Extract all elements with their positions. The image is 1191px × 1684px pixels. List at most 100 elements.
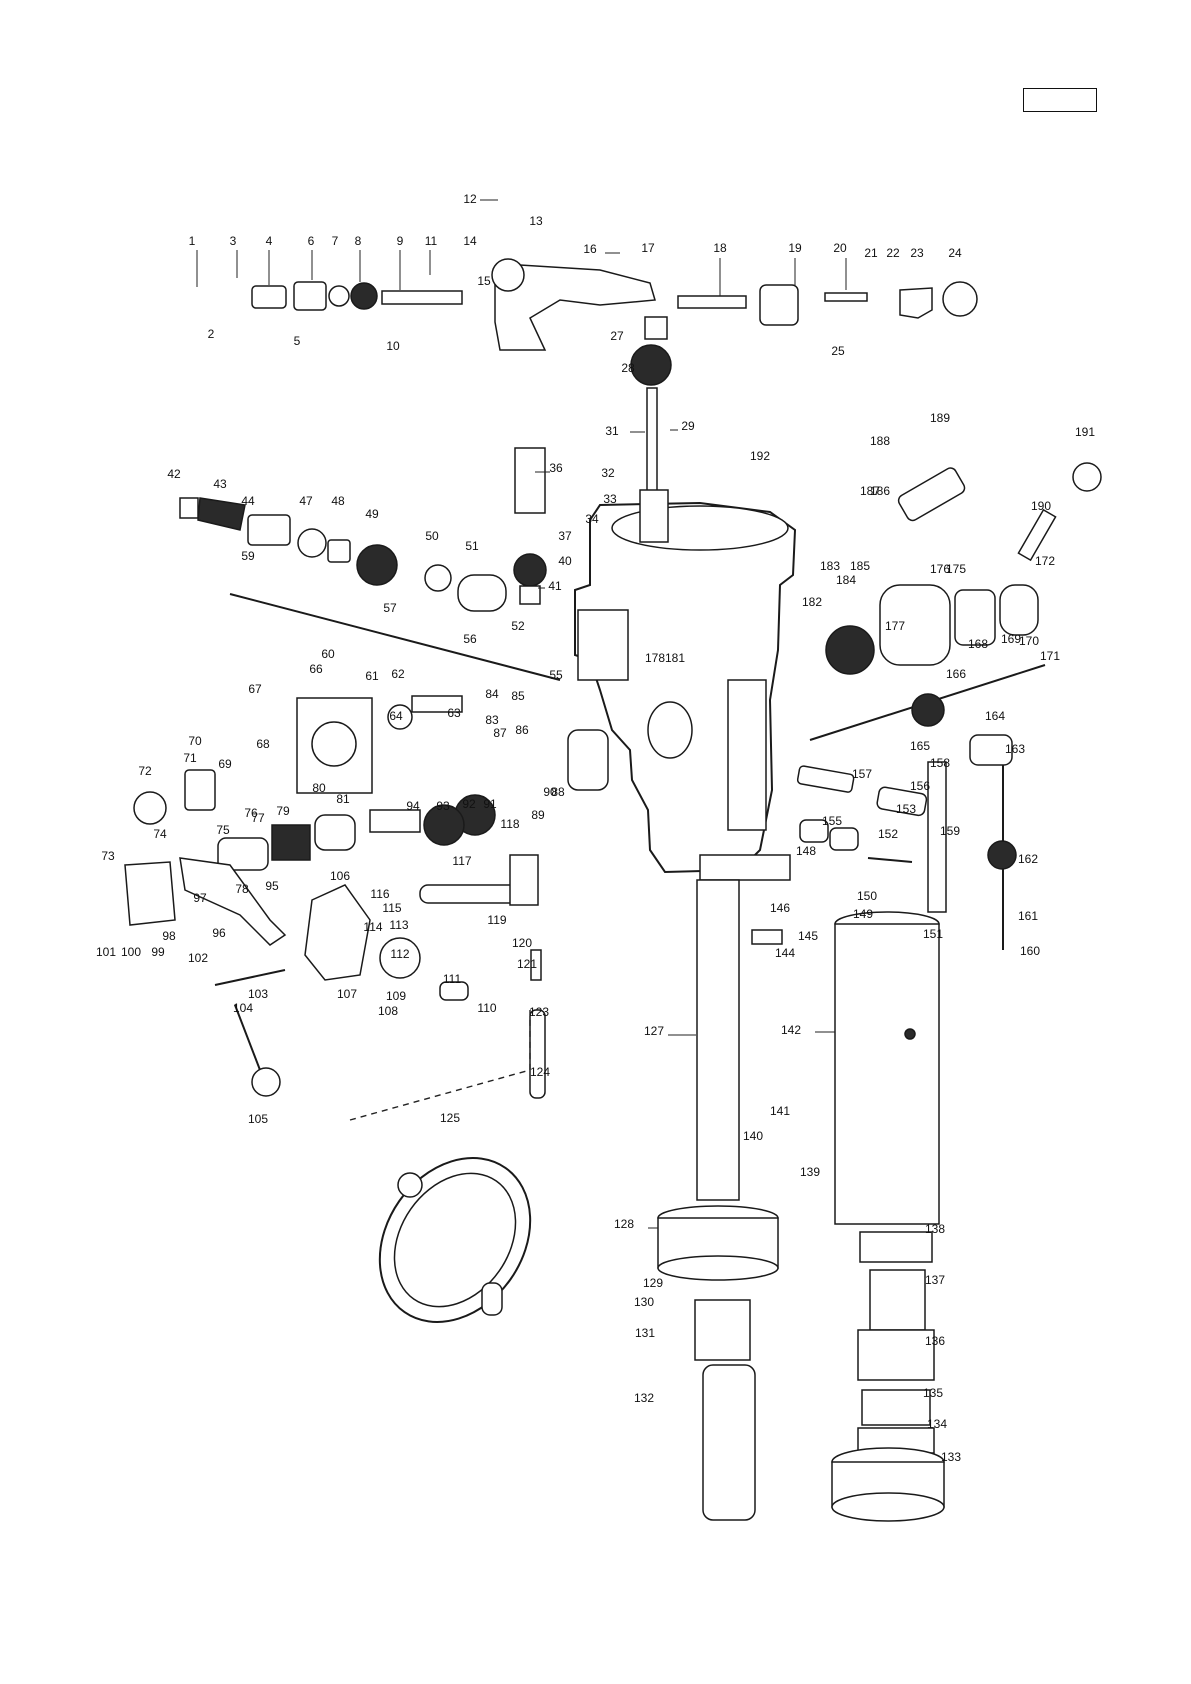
part-label-127: 127 <box>644 1024 664 1038</box>
part-label-16: 16 <box>583 242 597 256</box>
part-label-4: 4 <box>266 234 273 248</box>
part-label-134: 134 <box>927 1417 947 1431</box>
part-label-3: 3 <box>230 234 237 248</box>
housing-176 <box>954 589 996 646</box>
washer-47 <box>297 528 327 558</box>
part-label-28: 28 <box>621 361 635 375</box>
handwheel-125-inner <box>393 1172 517 1308</box>
part-label-119: 119 <box>487 913 506 927</box>
handwheel-125-handle <box>481 1282 503 1316</box>
part-label-36: 36 <box>549 461 563 475</box>
bearing-131 <box>694 1299 751 1361</box>
cap-175 <box>999 584 1039 636</box>
bushing-153 <box>829 827 859 851</box>
gear-8 <box>350 282 378 310</box>
top-arm <box>494 264 656 351</box>
part-label-107: 107 <box>337 987 357 1001</box>
part-label-189: 189 <box>930 411 950 425</box>
block-23 <box>899 287 933 319</box>
bolt-152 <box>867 857 913 863</box>
part-label-56: 56 <box>463 632 477 646</box>
clamp-145 <box>751 929 783 945</box>
part-label-49: 49 <box>365 507 379 521</box>
part-label-23: 23 <box>910 246 924 260</box>
part-label-8: 8 <box>355 234 362 248</box>
part-label-79: 79 <box>276 804 290 818</box>
part-label-72: 72 <box>138 764 152 778</box>
rod-104 <box>234 1004 261 1071</box>
part-label-74: 74 <box>153 827 167 841</box>
lever-64 <box>387 704 413 730</box>
hub-112 <box>379 937 421 979</box>
scale-159 <box>927 761 947 913</box>
knob-105 <box>251 1067 281 1097</box>
gear-28 <box>630 344 672 386</box>
part-label-160: 160 <box>1020 944 1040 958</box>
gear-178 <box>825 625 875 675</box>
part-label-29: 29 <box>681 419 695 433</box>
part-label-10: 10 <box>386 339 400 353</box>
dashed-assembly-line <box>349 1010 531 1121</box>
part-label-144: 144 <box>775 946 795 960</box>
ring-24 <box>942 281 978 317</box>
bushing-27 <box>644 316 668 340</box>
part-label-59: 59 <box>241 549 255 563</box>
part-label-9: 9 <box>397 234 404 248</box>
part-label-148: 148 <box>796 844 816 858</box>
part-label-129: 129 <box>643 1276 663 1290</box>
pin-20 <box>824 292 868 302</box>
part-label-69: 69 <box>218 757 232 771</box>
part-label-68: 68 <box>256 737 270 751</box>
spindle-132 <box>702 1364 756 1521</box>
part-label-156: 156 <box>910 779 930 793</box>
plate-106 <box>304 884 371 981</box>
part-label-183: 183 <box>820 559 840 573</box>
part-label-157: 157 <box>852 767 872 781</box>
part-label-112: 112 <box>390 947 409 961</box>
plug-42 <box>179 497 199 519</box>
gear-92 <box>423 804 465 846</box>
bearing-33-34 <box>639 489 669 543</box>
spring-79 <box>271 824 311 861</box>
part-label-52: 52 <box>511 619 525 633</box>
part-label-77: 77 <box>251 811 265 825</box>
part-label-93: 93 <box>436 799 450 813</box>
part-label-168: 168 <box>968 637 988 651</box>
part-label-81: 81 <box>336 792 350 806</box>
part-label-136: 136 <box>925 1334 945 1348</box>
pin-103 <box>214 969 286 986</box>
part-label-92: 92 <box>462 797 476 811</box>
head-top-bore <box>611 505 789 551</box>
part-label-135: 135 <box>923 1386 943 1400</box>
part-label-172: 172 <box>1035 554 1055 568</box>
part-label-50: 50 <box>425 529 439 543</box>
part-label-102: 102 <box>188 951 208 965</box>
bushing-5 <box>293 281 327 311</box>
part-label-60: 60 <box>321 647 335 661</box>
part-label-145: 145 <box>798 929 818 943</box>
part-label-84: 84 <box>485 687 499 701</box>
part-label-88: 88 <box>551 785 565 799</box>
spacer-137 <box>869 1269 926 1331</box>
cam-50 <box>424 564 452 592</box>
sleeve-44 <box>247 514 291 546</box>
part-label-62: 62 <box>391 667 405 681</box>
part-label-85: 85 <box>511 689 525 703</box>
part-label-159: 159 <box>940 824 960 838</box>
part-label-111: 111 <box>443 972 462 986</box>
ring-128-bottom <box>657 1255 779 1281</box>
part-label-181: 181 <box>665 651 685 665</box>
part-label-142: 142 <box>781 1023 801 1037</box>
part-label-182: 182 <box>802 595 822 609</box>
handle-189 <box>897 467 966 522</box>
shaft-57 <box>229 593 561 681</box>
parts-artwork <box>124 258 1102 1522</box>
part-label-2: 2 <box>208 327 215 341</box>
spring-43 <box>197 497 246 531</box>
part-label-61: 61 <box>365 669 379 683</box>
part-label-13: 13 <box>529 214 543 228</box>
part-label-139: 139 <box>800 1165 820 1179</box>
part-label-98: 98 <box>162 929 176 943</box>
bracket-70 <box>184 769 216 811</box>
part-label-87: 87 <box>493 726 507 740</box>
